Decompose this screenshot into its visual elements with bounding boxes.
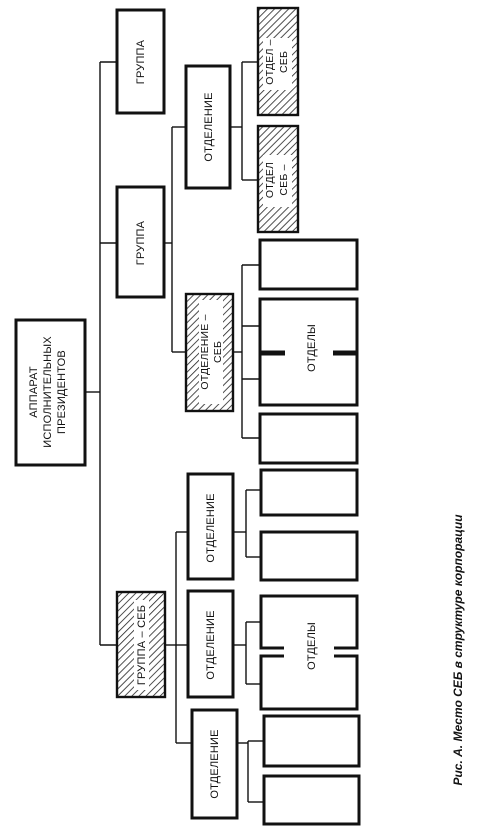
group-mid-box [115, 185, 166, 299]
group-mid-label: ГРУППА [135, 220, 147, 265]
figure-caption: Рис. А. Место СЕБ в структуре корпорации [451, 514, 465, 786]
dept-c-label: ОТДЕЛЕНИЕ [209, 729, 221, 798]
unit-box-1 [258, 238, 359, 291]
group-top-label: ГРУППА [135, 39, 147, 84]
unit-seb-1-label-line-2: СЕБ [278, 51, 290, 73]
dept-upper-box [184, 64, 232, 190]
root-box [14, 318, 87, 467]
unit-seb-1-label-line-1: ОТДЕЛ – [264, 39, 276, 84]
unit-seb-2-label-line-2: СЕБ – [278, 164, 290, 195]
dept-c-box [190, 708, 239, 820]
unit-box-5 [259, 468, 359, 517]
root-label-line-3: ПРЕЗИДЕНТОВ [56, 350, 68, 434]
unit-box-6 [259, 530, 359, 582]
dept-a-label: ОТДЕЛЕНИЕ [205, 493, 217, 562]
unit-box-10 [262, 774, 361, 826]
unit-box-9 [262, 714, 361, 768]
dept-upper-label: ОТДЕЛЕНИЕ [203, 92, 215, 161]
dept-seb-label-line-2: СЕБ [212, 341, 224, 363]
connectors [85, 61, 264, 803]
root-label-line-2: ИСПОЛНИТЕЛЬНЫХ [42, 336, 54, 448]
unit-seb-2-label-line-1: ОТДЕЛ [264, 162, 276, 198]
dept-a-box [186, 472, 235, 581]
units-label-1: ОТДЕЛЫ [306, 324, 318, 372]
dept-seb-label-line-1: ОТДЕЛЕНИЕ – [199, 314, 211, 389]
group-top-box [115, 8, 166, 115]
root-label-line-1: АППАРАТ [28, 366, 40, 418]
units-label-2: ОТДЕЛЫ [306, 622, 318, 670]
unit-box-4 [258, 412, 359, 465]
group-seb-label: ГРУППА – СЕБ [136, 605, 148, 685]
dept-b-label: ОТДЕЛЕНИЕ [205, 610, 217, 679]
dept-b-box [186, 589, 235, 699]
